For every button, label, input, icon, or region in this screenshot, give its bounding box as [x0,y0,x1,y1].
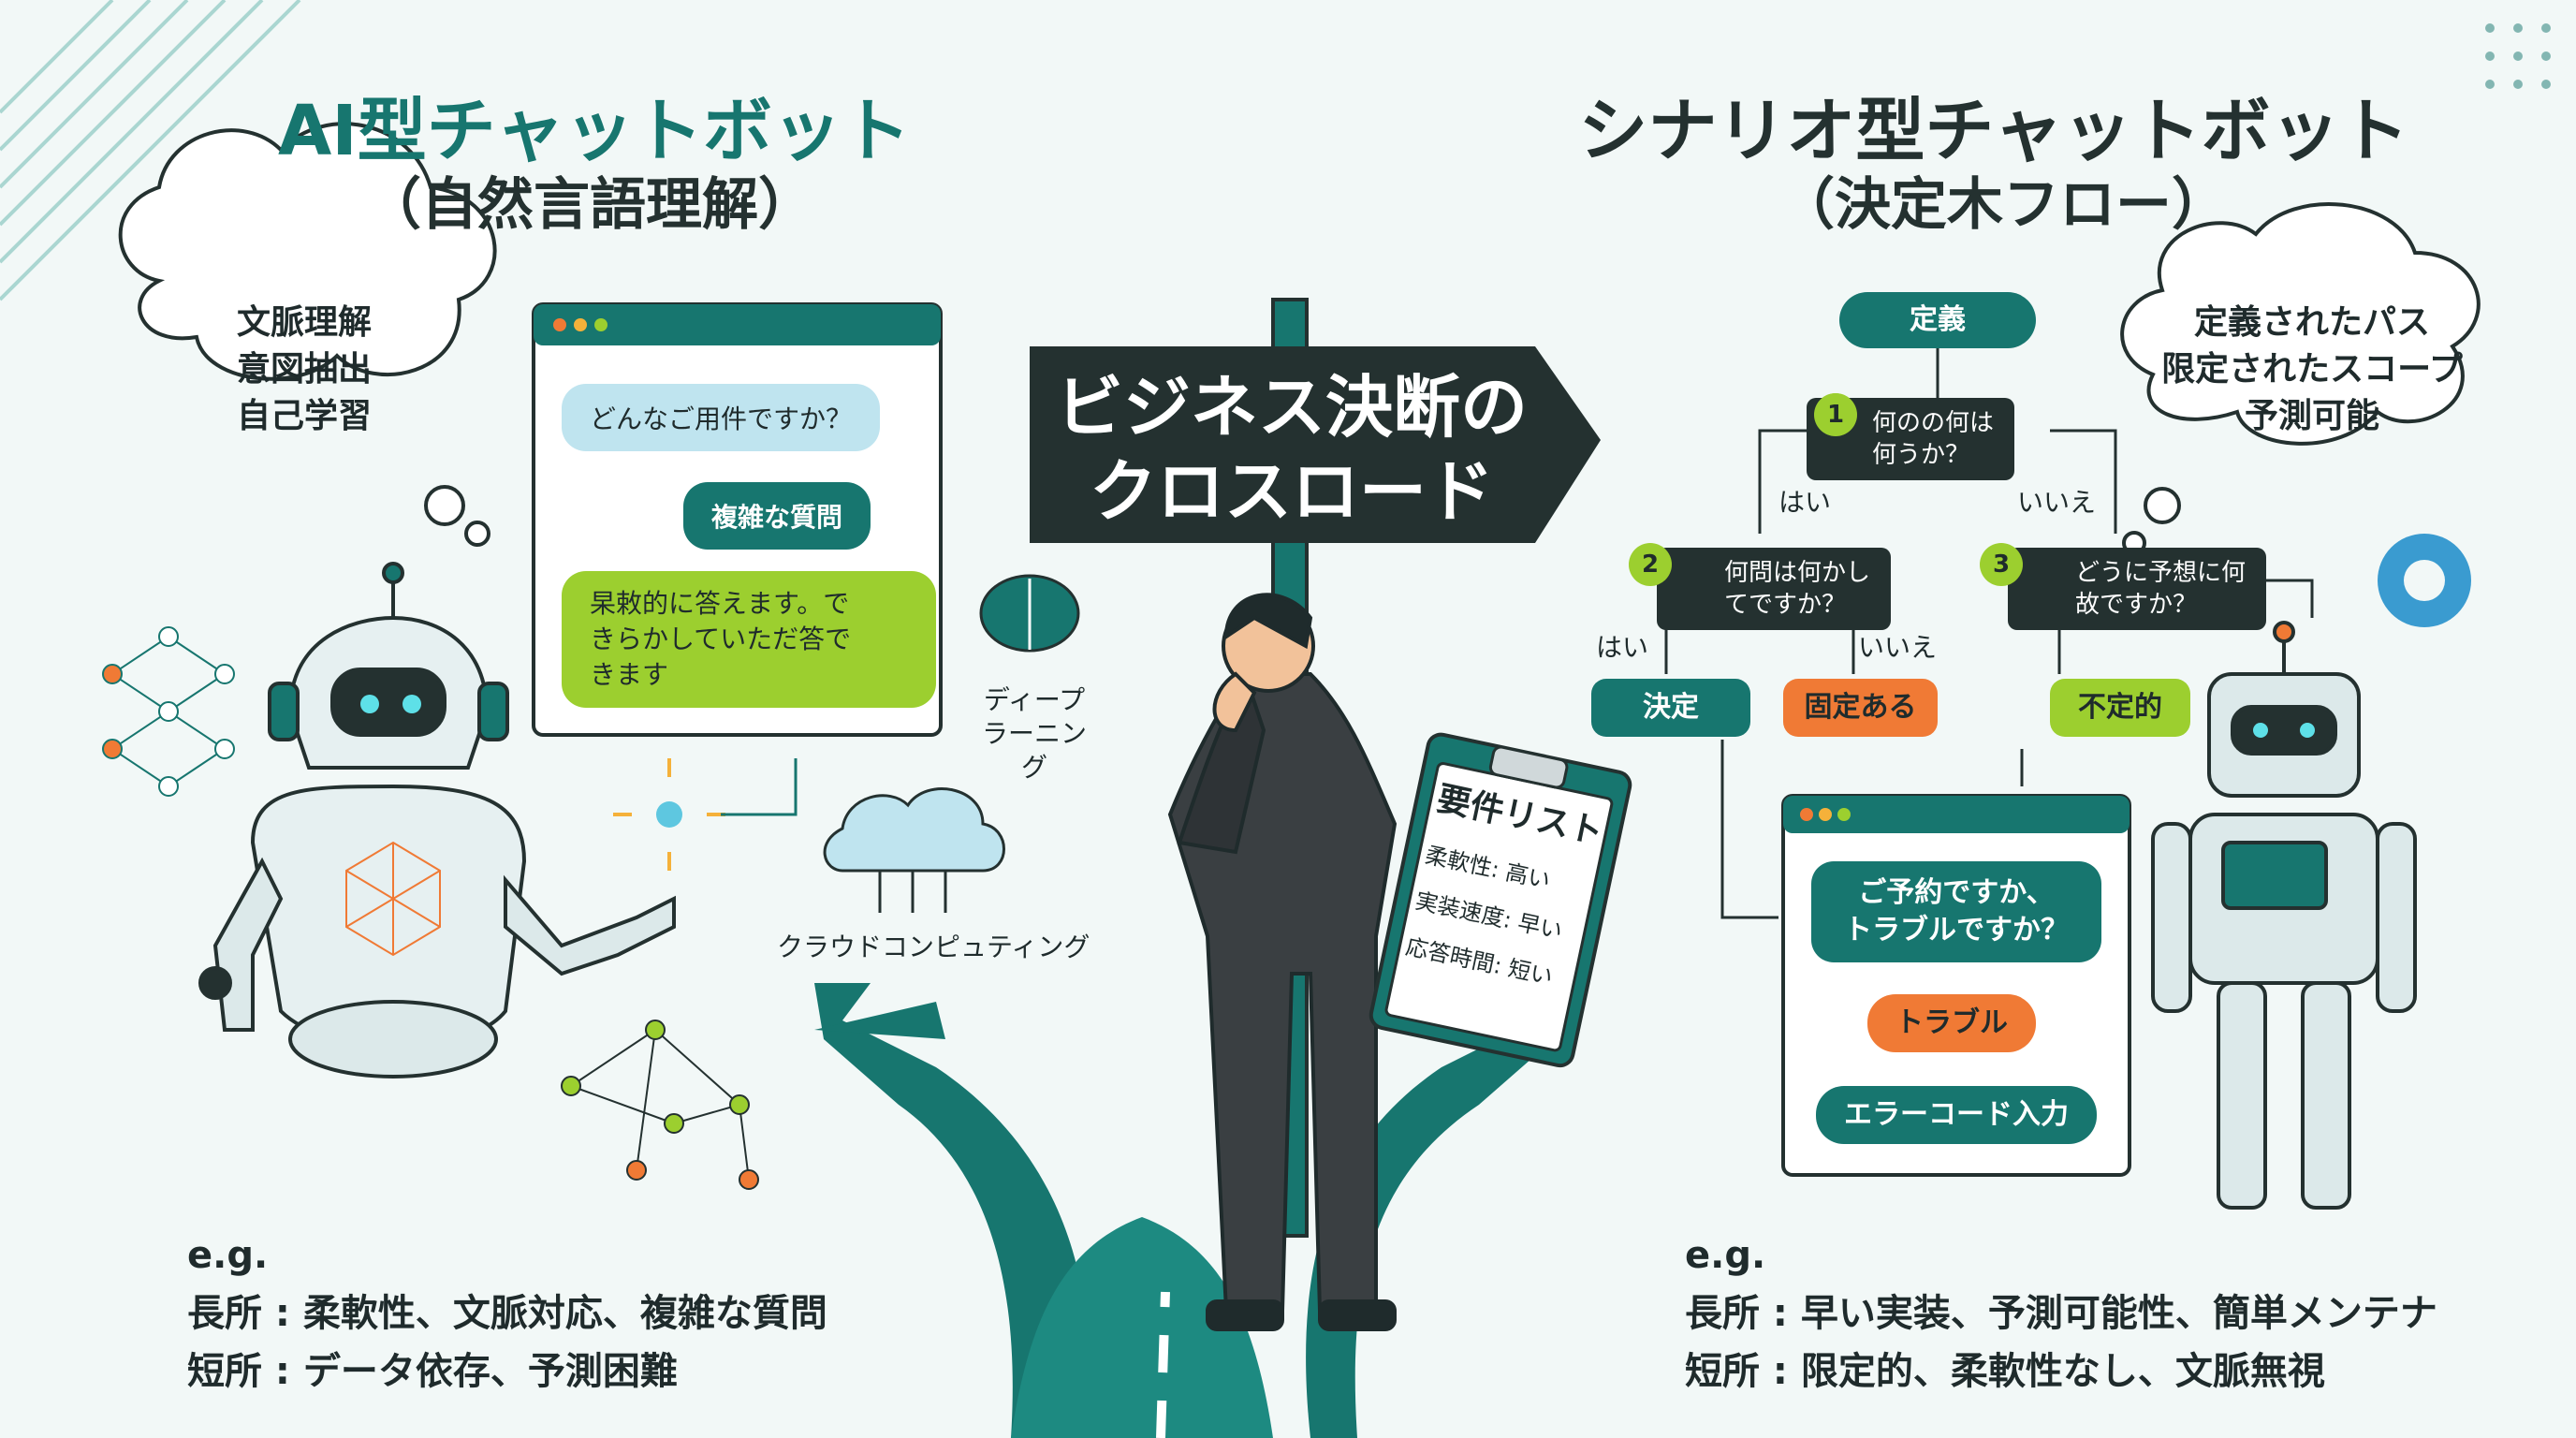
sign-line-2: クロスロード [1089,452,1494,531]
chat-message-bot: どんなご用件ですか？ [562,384,881,451]
q2-line-2: てですか？ [1724,591,1847,619]
cloud-icon [823,787,1005,913]
right-thought-text: 定義されたパス 限定されたスコープ 予測可能 [2125,300,2499,440]
left-subtitle: （自然言語理解） [365,172,814,238]
thought-line-1: 文脈理解 [236,303,372,342]
dot-grid-top-right [2485,23,2551,89]
left-pros: 長所 : 柔軟性、文脈対応、複雑な質問 [187,1292,827,1335]
left-cons: 短所 : データ依存、予測困難 [187,1350,678,1393]
gear-icon [2378,534,2471,627]
corner-stripes [0,0,301,301]
robot-chest-network [345,841,441,957]
question-badge-2: 2 [1629,543,1672,586]
scenario-chat-message: ご予約ですか、 トラブルですか？ [1811,861,2101,962]
chat-message-answer: 杲敕的に答えます。で きらかしていただ答で きます [562,571,936,708]
question-badge-3: 3 [1980,543,2023,586]
right-subtitle: （決定木フロー） [1778,172,2228,238]
crossroads-sign-text: ビジネス決断の クロスロード [1044,365,1540,534]
right-thought-cloud [2120,201,2481,555]
scenario-line-2: トラブルですか？ [1844,914,2069,946]
spark-icon [613,758,725,871]
thought-line-3: 予測可能 [2244,397,2379,435]
thought-line-2: 限定されたスコープ [2161,350,2463,389]
clipboard [1368,732,1632,1068]
decision-node: 決定 [1591,679,1750,737]
right-cons: 短所 : 限定的、柔軟性なし、文脈無視 [1685,1350,2325,1393]
ai-robot [198,562,676,1078]
yes-label-2: はい [1596,632,1649,663]
scenario-line-1: ご予約ですか、 [1858,876,2055,909]
indefinite-node: 不定的 [2050,679,2190,737]
flow-root-node: 定義 [1839,292,2036,348]
no-label-1: いいえ [2017,487,2097,518]
deep-learning-line-2: ラーニング [981,718,1087,783]
right-title: シナリオ型チャットボット [1578,91,2409,171]
scenario-robot [2151,621,2417,1210]
left-title: AI型チャットボット [277,91,912,171]
businessman-figure [1167,593,1398,1331]
error-code-button[interactable]: エラーコード入力 [1816,1086,2097,1144]
left-thought-cloud [118,122,497,547]
sign-line-1: ビジネス決断の [1055,368,1528,447]
deep-learning-line-1: ディープ [983,684,1086,715]
thought-line-3: 自己学習 [236,397,372,435]
answer-line-1: 杲敕的に答えます。で [590,588,850,619]
right-example-block: e.g. 長所 : 早い実装、予測可能性、簡単メンテナ 短所 : 限定的、柔軟性… [1685,1226,2437,1401]
thought-line-2: 意図抽出 [236,350,372,389]
question-badge-1: 1 [1814,393,1857,436]
yes-label-1: はい [1778,487,1832,518]
answer-line-2: きらかしていただ答で [590,624,852,654]
q2-line-1: 何問は何かし [1724,559,1871,587]
answer-line-3: きます [590,659,669,690]
q3-line-1: どうに予想に何 [2075,559,2247,587]
q1-line-2: 何うか？ [1872,441,1970,469]
flow-question-2: 何問は何かし てですか？ [1657,548,1892,630]
connector-line [721,758,798,816]
trouble-option-button[interactable]: トラブル [1867,994,2036,1052]
left-example-block: e.g. 長所 : 柔軟性、文脈対応、複雑な質問 短所 : データ依存、予測困難 [187,1226,827,1401]
fixed-node: 固定ある [1783,679,1938,737]
right-pros: 長所 : 早い実装、予測可能性、簡単メンテナ [1685,1292,2437,1335]
left-thought-text: 文脈理解 意図抽出 自己学習 [197,300,412,440]
left-eg-label: e.g. [187,1234,269,1277]
thought-line-1: 定義されたパス [2193,303,2430,342]
no-label-2: いいえ [1858,632,1938,663]
network-graph-icon [561,1020,759,1190]
deep-learning-label: ディープ ラーニング [973,683,1095,785]
q1-line-1: 何のの何は [1872,409,1995,437]
neural-network-icon [102,626,235,797]
crossroads-road [814,983,1563,1438]
cloud-computing-label: クラウドコンピュティング [777,932,1090,962]
q3-line-2: 故ですか？ [2075,591,2198,619]
right-eg-label: e.g. [1685,1234,1766,1277]
flow-question-3: どうに予想に何 故ですか？ [2008,548,2267,630]
chat-message-user: 複雑な質問 [683,482,871,550]
brain-icon [979,574,1080,653]
